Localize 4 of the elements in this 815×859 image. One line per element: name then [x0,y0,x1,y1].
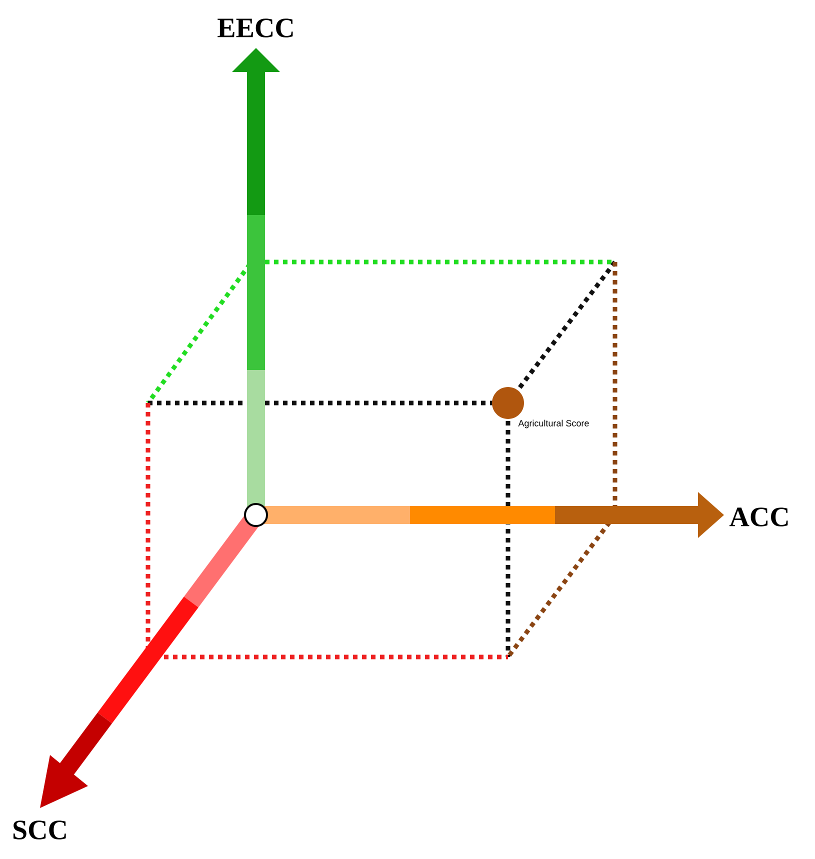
point-label: Agricultural Score [518,420,589,428]
axis-label: SCC [13,820,66,840]
axis-label: ACC [729,508,788,526]
axis-label: EECC [218,18,293,38]
